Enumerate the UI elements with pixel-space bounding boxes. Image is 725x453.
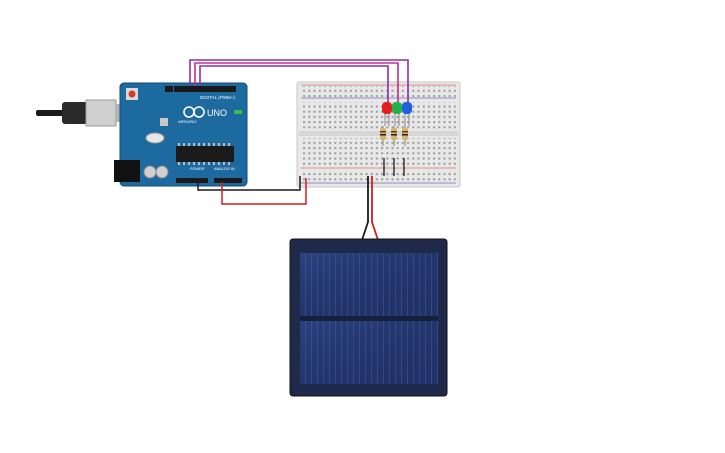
digital-header bbox=[174, 86, 236, 92]
resistor-3[interactable] bbox=[402, 126, 408, 146]
wire-blue-led[interactable] bbox=[189, 59, 409, 106]
arduino-uno-board[interactable]: DIGITAL (PWM~) UNO ARDUINO POWER bbox=[114, 82, 248, 187]
ground-wire[interactable] bbox=[197, 176, 301, 191]
wire-green-led[interactable] bbox=[194, 62, 399, 106]
led-red-body bbox=[382, 102, 392, 114]
breadboard[interactable] bbox=[296, 81, 461, 188]
usb-cable[interactable] bbox=[36, 99, 124, 127]
power-wire[interactable] bbox=[221, 178, 307, 205]
solar-power-wire[interactable] bbox=[371, 176, 379, 241]
wire-red-led[interactable] bbox=[199, 65, 389, 106]
board-brand-label: ARDUINO bbox=[178, 119, 196, 124]
led-blue[interactable] bbox=[402, 102, 412, 126]
power-header-label: POWER bbox=[190, 167, 205, 171]
solar-panel[interactable] bbox=[289, 238, 448, 397]
resistor-1[interactable] bbox=[380, 126, 386, 146]
solar-ground-wire[interactable] bbox=[361, 176, 369, 241]
microcontroller-chip bbox=[176, 146, 234, 162]
signal-wires[interactable] bbox=[189, 59, 409, 106]
led-red[interactable] bbox=[382, 102, 392, 126]
analog-header bbox=[214, 178, 242, 183]
arduino-logo-icon bbox=[183, 106, 205, 118]
digital-header-label: DIGITAL (PWM~) bbox=[200, 95, 235, 100]
board-model-label: UNO bbox=[207, 108, 227, 118]
breadboard-jumpers[interactable] bbox=[383, 158, 405, 176]
resistor-2[interactable] bbox=[391, 126, 397, 146]
analog-header-label: ANALOG IN bbox=[214, 167, 235, 171]
led-green[interactable] bbox=[392, 102, 402, 126]
led-green-body bbox=[392, 102, 402, 114]
power-header bbox=[176, 178, 208, 183]
led-blue-body bbox=[402, 102, 412, 114]
power-jack[interactable] bbox=[114, 160, 140, 182]
